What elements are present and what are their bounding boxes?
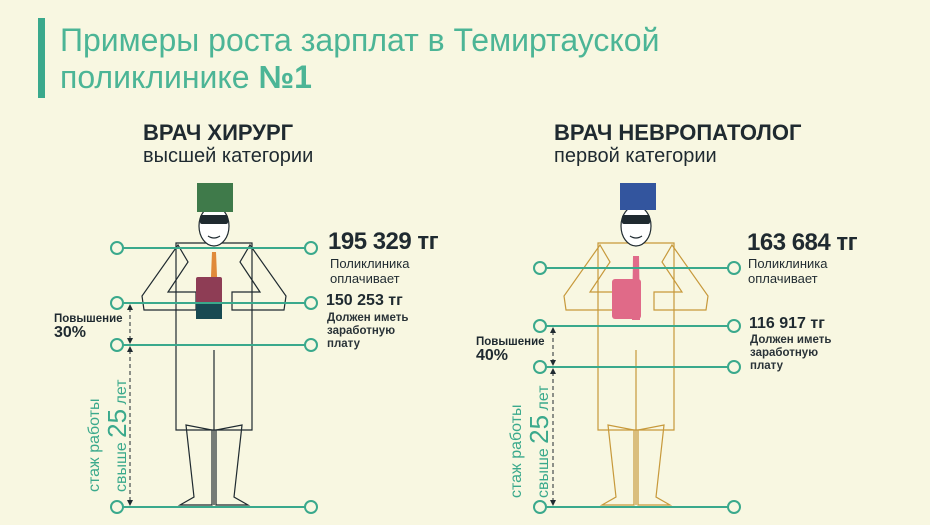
due-label-3: плату bbox=[327, 338, 360, 350]
title-line-1: Примеры роста зарплат в Темиртауской bbox=[60, 22, 660, 58]
surgeon-hat bbox=[197, 183, 233, 212]
experience-label: стаж работы свыше 25 лет bbox=[506, 385, 555, 498]
paid-label-1: Поликлиника bbox=[330, 256, 410, 271]
surgeon-figure bbox=[141, 183, 287, 506]
experience-line-2: свыше 25 лет bbox=[102, 379, 133, 492]
neurologist-hat bbox=[620, 183, 656, 210]
page-title: Примеры роста зарплат в Темиртауской пол… bbox=[60, 22, 659, 96]
paid-label-2: оплачивает bbox=[748, 271, 818, 286]
doctor-category: первой категории bbox=[554, 145, 717, 167]
raise-label: Повышение bbox=[54, 313, 123, 325]
experience-pre: свыше bbox=[535, 443, 552, 498]
due-label-1: Должен иметь bbox=[327, 312, 409, 324]
title-line-2: поликлинике №1 bbox=[60, 59, 659, 96]
dashed-arrows bbox=[129, 308, 554, 502]
paid-amount: 195 329 тг bbox=[328, 228, 439, 255]
experience-years: 25 bbox=[524, 414, 554, 444]
title-line-2-number: №1 bbox=[258, 59, 312, 95]
experience-post: лет bbox=[535, 385, 552, 415]
due-label-1: Должен иметь bbox=[750, 334, 832, 346]
guide-lines bbox=[110, 241, 741, 514]
due-label-2: заработную bbox=[750, 347, 819, 359]
experience-line-2: свыше 25 лет bbox=[524, 385, 555, 498]
due-amount: 116 917 тг bbox=[749, 315, 825, 332]
due-label-3: плату bbox=[750, 360, 783, 372]
title-accent-bar bbox=[38, 18, 45, 98]
paid-label-2: оплачивает bbox=[330, 271, 400, 286]
title-line-2-text: поликлинике bbox=[60, 59, 259, 95]
experience-pre: свыше bbox=[113, 437, 130, 492]
doctor-category: высшей категории bbox=[143, 145, 314, 167]
raise-value: 40% bbox=[476, 347, 509, 364]
experience-label: стаж работы свыше 25 лет bbox=[84, 379, 133, 492]
doctor-title: ВРАЧ НЕВРОПАТОЛОГ bbox=[554, 120, 802, 145]
due-label-2: заработную bbox=[327, 325, 396, 337]
paid-label-1: Поликлиника bbox=[748, 256, 828, 271]
experience-post: лет bbox=[113, 379, 130, 409]
raise-label: Повышение bbox=[476, 336, 545, 348]
due-amount: 150 253 тг bbox=[326, 292, 403, 309]
experience-years: 25 bbox=[102, 408, 132, 438]
paid-amount: 163 684 тг bbox=[747, 229, 858, 256]
doctor-title: ВРАЧ ХИРУРГ bbox=[143, 120, 294, 145]
raise-value: 30% bbox=[54, 324, 87, 341]
